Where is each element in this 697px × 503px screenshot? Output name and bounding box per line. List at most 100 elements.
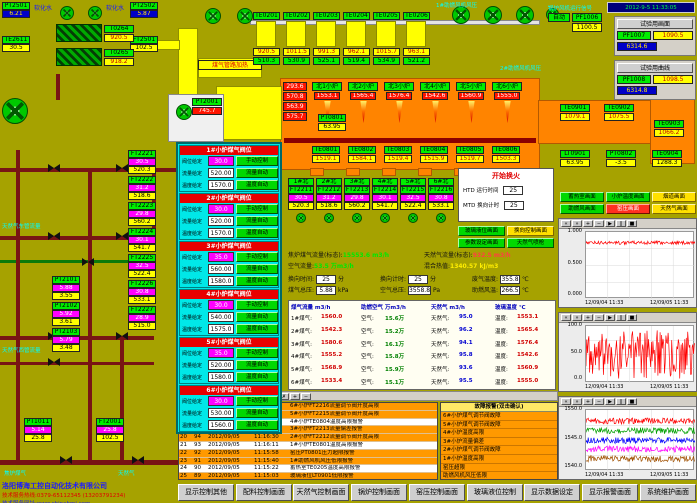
chart-tool-button-6[interactable]: ∥	[616, 314, 626, 321]
chart-tool-button-5[interactable]: ▶	[605, 398, 615, 405]
popup-setpoint-value[interactable]: 1580.0	[208, 372, 234, 382]
popup-button-2[interactable]: 流量自动	[236, 408, 278, 418]
chart-tool-button-5[interactable]: ▶	[605, 314, 615, 321]
popup-setpoint-value[interactable]: 30.0	[208, 300, 234, 310]
footer-nav-button-8[interactable]: 显示报警画面	[582, 484, 638, 501]
footer-nav-button-1[interactable]: 显示控制其他	[178, 484, 234, 501]
fault-row[interactable]: 1#小炉温度高限	[441, 454, 557, 464]
nav-button-mid-4[interactable]: 天然气喷枪	[507, 238, 554, 248]
nav-button-right-6[interactable]: 天然气画面	[652, 204, 696, 214]
popup-button-1[interactable]: 手动控制	[236, 204, 278, 214]
chart-tool-button-2[interactable]: »	[572, 220, 582, 227]
chart-tool-button-4[interactable]: −	[594, 314, 604, 321]
chart-tool-button-2[interactable]: »	[572, 398, 582, 405]
boiler-fan-mode-button[interactable]: 自动	[548, 13, 570, 22]
chart-tool-button-6[interactable]: ∥	[616, 398, 626, 405]
gas-param-input[interactable]: 5.88	[316, 286, 337, 295]
popup-button-3[interactable]: 温度自动	[236, 180, 278, 190]
popup-setpoint-value[interactable]: 540.00	[208, 312, 234, 322]
chart-tool-button-3[interactable]: +	[583, 220, 593, 227]
popup-setpoint-value[interactable]: 520.00	[208, 216, 234, 226]
chart-tool-button-1[interactable]: «	[561, 314, 571, 321]
popup-button-3[interactable]: 温度自动	[236, 276, 278, 286]
alarm-tool-button-11[interactable]: +	[290, 393, 300, 400]
nav-button-right-3[interactable]: 烟道画面	[652, 192, 696, 202]
popup-setpoint-value[interactable]: 520.00	[208, 168, 234, 178]
nav-button-right-5[interactable]: 窑压画面	[606, 204, 650, 214]
nav-button-mid-3[interactable]: 参数设定画面	[458, 238, 505, 248]
popup-setpoint-value[interactable]: 1580.0	[208, 276, 234, 286]
test-button[interactable]: 试验用曲线	[617, 63, 693, 73]
footer-nav-button-2[interactable]: 配料控制画面	[236, 484, 292, 501]
nav-button-right-2[interactable]: 小炉温度画面	[606, 192, 650, 202]
nav-button-right-1[interactable]: 蓄热室画面	[560, 192, 604, 202]
popup-setpoint-value[interactable]: 520.00	[208, 360, 234, 370]
popup-setpoint-value[interactable]: 35.0	[208, 252, 234, 262]
popup-button-3[interactable]: 温度自动	[236, 228, 278, 238]
changeover-value-input[interactable]: 25	[503, 186, 524, 195]
chart-tool-button-7[interactable]: ■	[627, 220, 637, 227]
footer-nav-button-4[interactable]: 锅炉控制画面	[351, 484, 407, 501]
nav-button-mid-2[interactable]: 换向控制画面	[507, 226, 554, 236]
footer-nav-button-7[interactable]: 显示数据设定	[524, 484, 580, 501]
popup-setpoint-value[interactable]: 560.00	[208, 264, 234, 274]
popup-setpoint-value[interactable]: 35.0	[208, 348, 234, 358]
popup-button-2[interactable]: 流量自动	[236, 168, 278, 178]
alarm-tool-button-12[interactable]: −	[301, 393, 311, 400]
popup-button-1[interactable]: 手动控制	[236, 300, 278, 310]
popup-setpoint-value[interactable]: 1570.0	[208, 180, 234, 190]
gas-param-input[interactable]: 355.8	[500, 275, 521, 284]
chart-tool-button-6[interactable]: ∥	[616, 220, 626, 227]
gas-param-input[interactable]: 266.5	[500, 286, 521, 295]
popup-button-3[interactable]: 温度自动	[236, 372, 278, 382]
popup-button-1[interactable]: 手动控制	[236, 156, 278, 166]
footer-nav-button-9[interactable]: 系统维护画面	[640, 484, 696, 501]
popup-button-2[interactable]: 流量自动	[236, 360, 278, 370]
nav-button-right-4[interactable]: 助燃风画面	[560, 204, 604, 214]
popup-setpoint-value[interactable]: 30.0	[208, 204, 234, 214]
chart-tool-button-4[interactable]: −	[594, 220, 604, 227]
popup-setpoint-value[interactable]: 30.0	[208, 396, 234, 406]
chart-tool-button-7[interactable]: ■	[627, 398, 637, 405]
chart-tool-button-1[interactable]: «	[561, 220, 571, 227]
gas-param-input[interactable]: 25	[316, 275, 337, 284]
popup-setpoint-value[interactable]: 30.0	[208, 156, 234, 166]
chart-tool-button-3[interactable]: +	[583, 314, 593, 321]
popup-button-2[interactable]: 流量自动	[236, 312, 278, 322]
popup-button-1[interactable]: 手动控制	[236, 348, 278, 358]
fault-row[interactable]: 助燃风机风压低限	[441, 472, 557, 479]
chart-tool-button-5[interactable]: ▶	[605, 220, 615, 227]
popup-setpoint-value[interactable]: 1570.0	[208, 228, 234, 238]
chart-tool-button-3[interactable]: +	[583, 398, 593, 405]
popup-setpoint-value[interactable]: 1560.0	[208, 420, 234, 430]
footer-nav-button-6[interactable]: 玻璃液位控制	[467, 484, 523, 501]
chart-tool-button-7[interactable]: ■	[627, 314, 637, 321]
popup-button-1[interactable]: 手动控制	[236, 252, 278, 262]
popup-button-3[interactable]: 温度自动	[236, 324, 278, 334]
gas-param-input[interactable]: 3558.8	[408, 286, 432, 295]
fault-row[interactable]: 2#小炉煤气调节阀故障	[441, 446, 557, 455]
fault-row[interactable]: 3#小炉流量偏差	[441, 437, 557, 447]
fault-row[interactable]: 6#小炉煤气调节阀故障	[441, 412, 557, 421]
fault-row[interactable]: 窑压超限	[441, 463, 557, 473]
footer-nav-button-3[interactable]: 天然气控制画面	[293, 484, 349, 501]
fault-row[interactable]: 5#小炉煤气调节阀故障	[441, 420, 557, 430]
chart-tool-button-4[interactable]: −	[594, 398, 604, 405]
popup-button-2[interactable]: 流量自动	[236, 264, 278, 274]
chart-tool-button-2[interactable]: »	[572, 314, 582, 321]
footer-nav-button-5[interactable]: 窑压控制画面	[409, 484, 465, 501]
chart-tool-button-1[interactable]: «	[561, 398, 571, 405]
gas-param-input[interactable]: 25	[408, 275, 429, 284]
test-button[interactable]: 试验用画面	[617, 19, 693, 29]
popup-setpoint-value[interactable]: 530.00	[208, 408, 234, 418]
popup-setpoint-value[interactable]: 1575.0	[208, 324, 234, 334]
fault-row[interactable]: 4#小炉温度高限	[441, 429, 557, 438]
changeover-value-input[interactable]: 25	[503, 201, 524, 210]
popup-button-1[interactable]: 手动控制	[236, 396, 278, 406]
